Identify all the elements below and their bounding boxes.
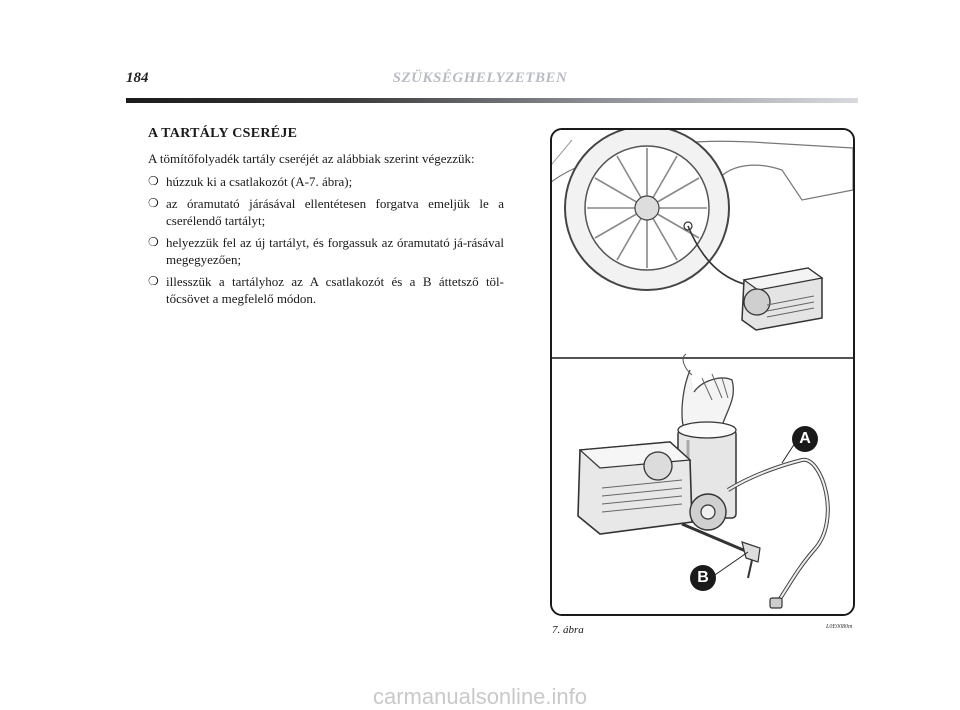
lower-panel (577, 353, 830, 609)
watermark: carmanualsonline.info (372, 684, 588, 709)
running-header: SZÜKSÉGHELYZETBEN (392, 70, 568, 86)
list-item: ❍ az óramutató járásával ellentétesen for… (148, 195, 504, 229)
text-column: A TARTÁLY CSERÉJE A tömítőfolyadék tartá… (148, 126, 504, 312)
figure-illustration (552, 130, 853, 614)
compressor-body-icon (577, 441, 727, 535)
compressor-icon (741, 267, 824, 331)
step-text: húzzuk ki a csatlakozót (A-7. ábra); (166, 174, 353, 189)
step-text: az óramutató járásával ellentétesen forg… (166, 196, 504, 228)
step-text: illesszük a tartályhoz az A csatlakozót … (166, 274, 504, 306)
label-a-badge: A (792, 426, 818, 452)
intro-paragraph: A tömítőfolyadék tartály cseréjét az alá… (148, 151, 475, 166)
bullet-icon: ❍ (148, 196, 159, 210)
list-item: ❍ húzzuk ki a csatlakozót (A-7. ábra); (148, 173, 504, 190)
bullet-icon: ❍ (148, 235, 159, 249)
bullet-icon: ❍ (148, 274, 159, 288)
step-list: ❍ húzzuk ki a csatlakozót (A-7. ábra); ❍ a… (148, 173, 504, 307)
filler-tube (681, 522, 749, 554)
label-b-badge: B (690, 565, 716, 591)
figure-code: L0E0080m (826, 624, 853, 630)
label-a: A (799, 430, 811, 447)
figure-frame: A B (550, 128, 855, 616)
finger-hand-icon (682, 353, 693, 376)
page-number: 184 (126, 70, 149, 86)
bullet-icon: ❍ (148, 174, 159, 188)
step-text: helyezzük fel az új tartályt, és forgass… (166, 235, 504, 267)
canister-icon (677, 421, 737, 519)
upper-panel (552, 130, 853, 331)
list-item: ❍ illesszük a tartályhoz az A csatlakozót… (148, 273, 504, 307)
section-title: A TARTÁLY CSERÉJE (148, 126, 298, 141)
header-rule (126, 98, 858, 103)
label-b: B (697, 569, 709, 586)
list-item: ❍ helyezzük fel az új tartályt, és forgas… (148, 234, 504, 268)
figure-caption: 7. ábra (552, 624, 584, 636)
